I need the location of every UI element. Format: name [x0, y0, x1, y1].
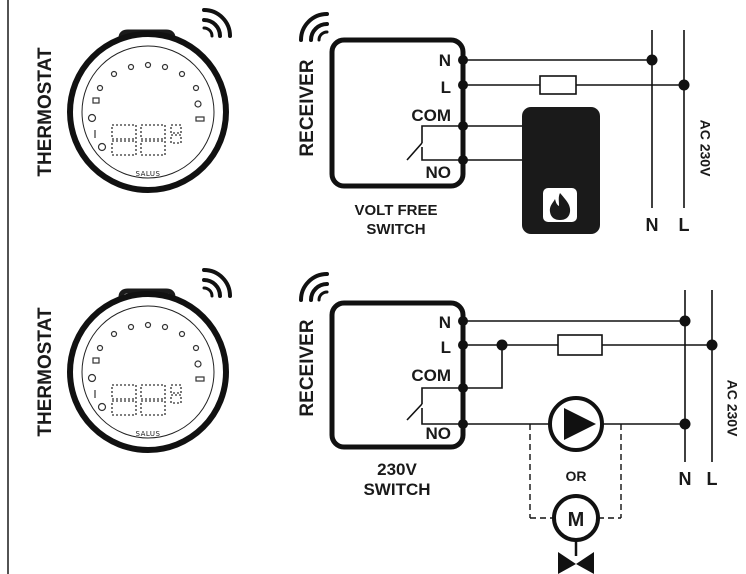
status-icons [87, 357, 205, 412]
terminal-no-label: NO [426, 424, 452, 443]
receiver-waves-icon [299, 12, 329, 42]
or-label: OR [566, 468, 587, 484]
terminal-com-label: COM [411, 366, 451, 385]
boiler [522, 107, 600, 234]
switch-label-line2: SWITCH [363, 480, 430, 499]
supply-label: AC 230V [724, 380, 740, 437]
terminal-dots [458, 315, 718, 430]
lock-icon [92, 357, 100, 364]
receiver-box [329, 300, 466, 450]
switch-label-line1: VOLT FREE [354, 202, 437, 219]
brand-label: SALUS [136, 170, 161, 178]
switch-label-line2: SWITCH [366, 221, 425, 238]
alternative-wiring [529, 424, 622, 519]
boiler-body [522, 107, 600, 234]
power-icon [97, 402, 107, 412]
battery-icon [195, 376, 205, 382]
thermostat-face [81, 305, 215, 439]
receiver-box [329, 37, 466, 189]
fuse-symbol [557, 334, 603, 356]
motor-label: M [568, 509, 585, 531]
terminal-n-label: N [439, 51, 451, 70]
switch-label-line1: 230V [377, 460, 417, 479]
pump-icon [548, 396, 604, 452]
clock-icon [87, 373, 97, 383]
lock-icon [92, 97, 100, 104]
power-icon [97, 142, 107, 152]
terminal-n-label: N [439, 313, 451, 332]
terminal-no-label: NO [426, 163, 452, 182]
receiver-label: RECEIVER [297, 59, 318, 156]
signal-icon [194, 360, 202, 368]
flame-icon [549, 193, 571, 220]
status-icons [87, 97, 205, 152]
clock-icon [87, 113, 97, 123]
terminal-l-label: L [441, 78, 451, 97]
rail-l-label: L [707, 469, 718, 489]
indicator-dots [96, 321, 200, 352]
motorised-valve: M [552, 494, 600, 574]
thermostat-label: THERMOSTAT [35, 307, 56, 437]
terminal-l-label: L [441, 338, 451, 357]
fuse-symbol [539, 75, 577, 95]
rail-n-label: N [646, 215, 659, 235]
thermostat-device: SALUS [67, 29, 229, 193]
thermostat-device: SALUS [67, 288, 229, 453]
wireless-waves-icon [202, 8, 232, 38]
internal-switch [406, 387, 463, 425]
rail-n-label: N [679, 469, 692, 489]
brand-label: SALUS [136, 430, 161, 438]
panel-230v: THERMOSTAT SALUS [35, 268, 740, 574]
thermostat-face [81, 45, 215, 179]
rail-l-label: L [679, 215, 690, 235]
battery-icon [195, 116, 205, 122]
terminal-dots [458, 54, 690, 165]
receiver-waves-icon [299, 272, 329, 302]
panel-volt-free: THERMOSTAT SALUS [35, 8, 713, 238]
valve-icon [558, 552, 594, 574]
internal-switch [406, 125, 463, 161]
indicator-dots [96, 61, 200, 92]
signal-icon [194, 100, 202, 108]
segment-display [111, 384, 182, 416]
wireless-waves-icon [202, 268, 232, 298]
supply-label: AC 230V [697, 120, 713, 177]
terminal-com-label: COM [411, 106, 451, 125]
segment-display [111, 124, 182, 156]
receiver-label: RECEIVER [297, 319, 318, 416]
thermostat-label: THERMOSTAT [35, 47, 56, 177]
